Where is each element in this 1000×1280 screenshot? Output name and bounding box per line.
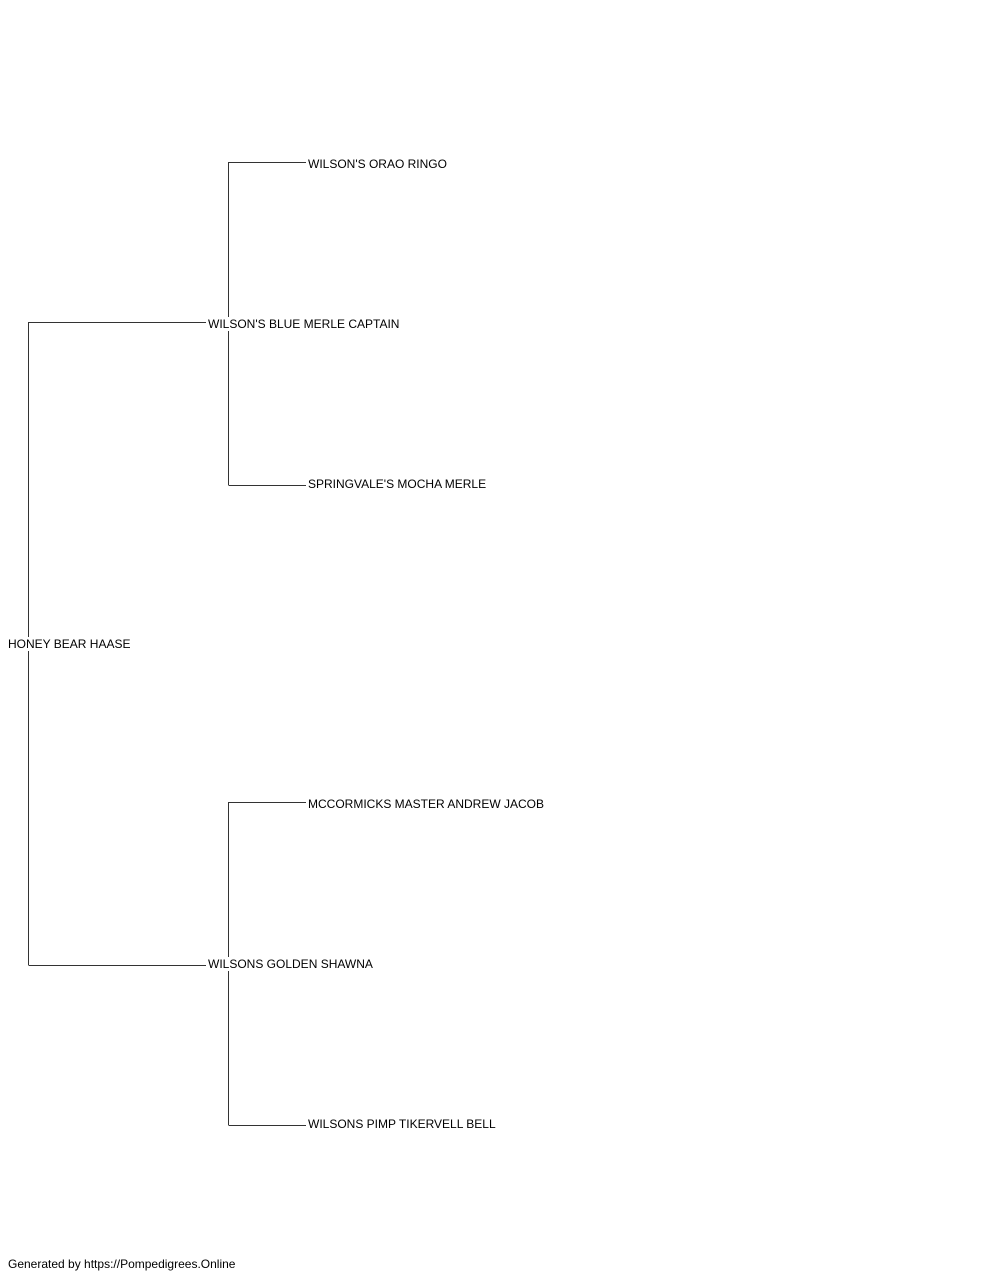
dam-sire-name: MCCORMICKS MASTER ANDREW JACOB	[308, 797, 546, 811]
generated-by-footer: Generated by https://Pompedigrees.Online	[8, 1257, 236, 1271]
sire-name: WILSON'S BLUE MERLE CAPTAIN	[208, 317, 401, 331]
subject-name: HONEY BEAR HAASE	[8, 637, 132, 651]
dam-name: WILSONS GOLDEN SHAWNA	[208, 957, 374, 971]
dam-dam-name: WILSONS PIMP TIKERVELL BELL	[308, 1117, 497, 1131]
sire-sire-name: WILSON'S ORAO RINGO	[308, 157, 448, 171]
sire-dam-name: SPRINGVALE'S MOCHA MERLE	[308, 477, 488, 491]
